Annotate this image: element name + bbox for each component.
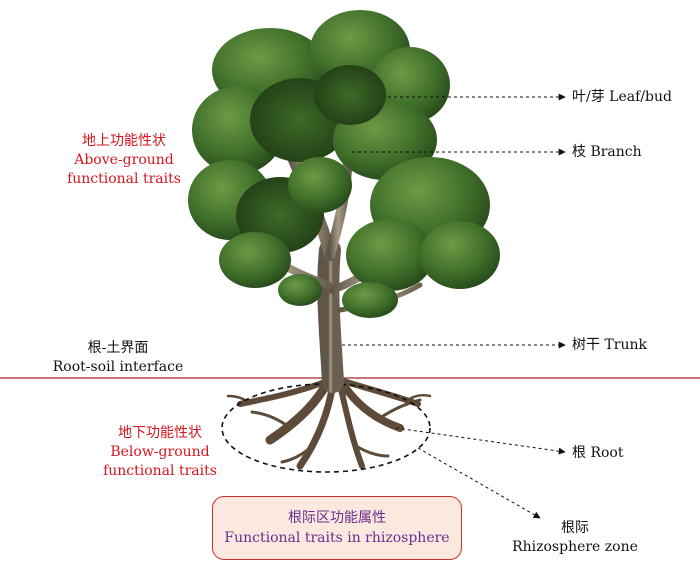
above-ground-en-line1: Above-ground [74,152,174,168]
below-ground-label: 地下功能性状 Below-ground functional traits [98,424,222,481]
interface-en: Root-soil interface [52,359,184,375]
rhizosphere-box-en: Functional traits in rhizosphere [224,530,450,546]
branch-label: 枝 Branch [572,144,642,160]
trunk-label: 树干 Trunk [572,337,647,353]
above-ground-en-line2: functional traits [67,171,181,187]
below-ground-en-line2: functional traits [103,463,217,479]
interface-zh: 根-土界面 [87,340,149,356]
root-label: 根 Root [572,445,624,461]
leader-arrows [342,93,566,519]
root-soil-interface-label: 根-土界面 Root-soil interface [48,339,188,377]
leaf-bud-label: 叶/芽 Leaf/bud [572,89,672,105]
rhizosphere-zone-en: Rhizosphere zone [512,539,638,555]
rhizosphere-traits-box: 根际区功能属性 Functional traits in rhizosphere [212,496,462,560]
below-ground-zh: 地下功能性状 [118,425,202,441]
above-ground-label: 地上功能性状 Above-ground functional traits [62,132,186,189]
above-ground-zh: 地上功能性状 [82,133,166,149]
below-ground-en-line1: Below-ground [110,444,210,460]
rhizosphere-box-zh: 根际区功能属性 [288,510,386,526]
rhizosphere-zone-label: 根际 Rhizosphere zone [510,519,640,557]
foliage [188,10,500,318]
root-arrow [395,427,566,455]
rhizosphere-zone-zh: 根际 [561,520,589,536]
